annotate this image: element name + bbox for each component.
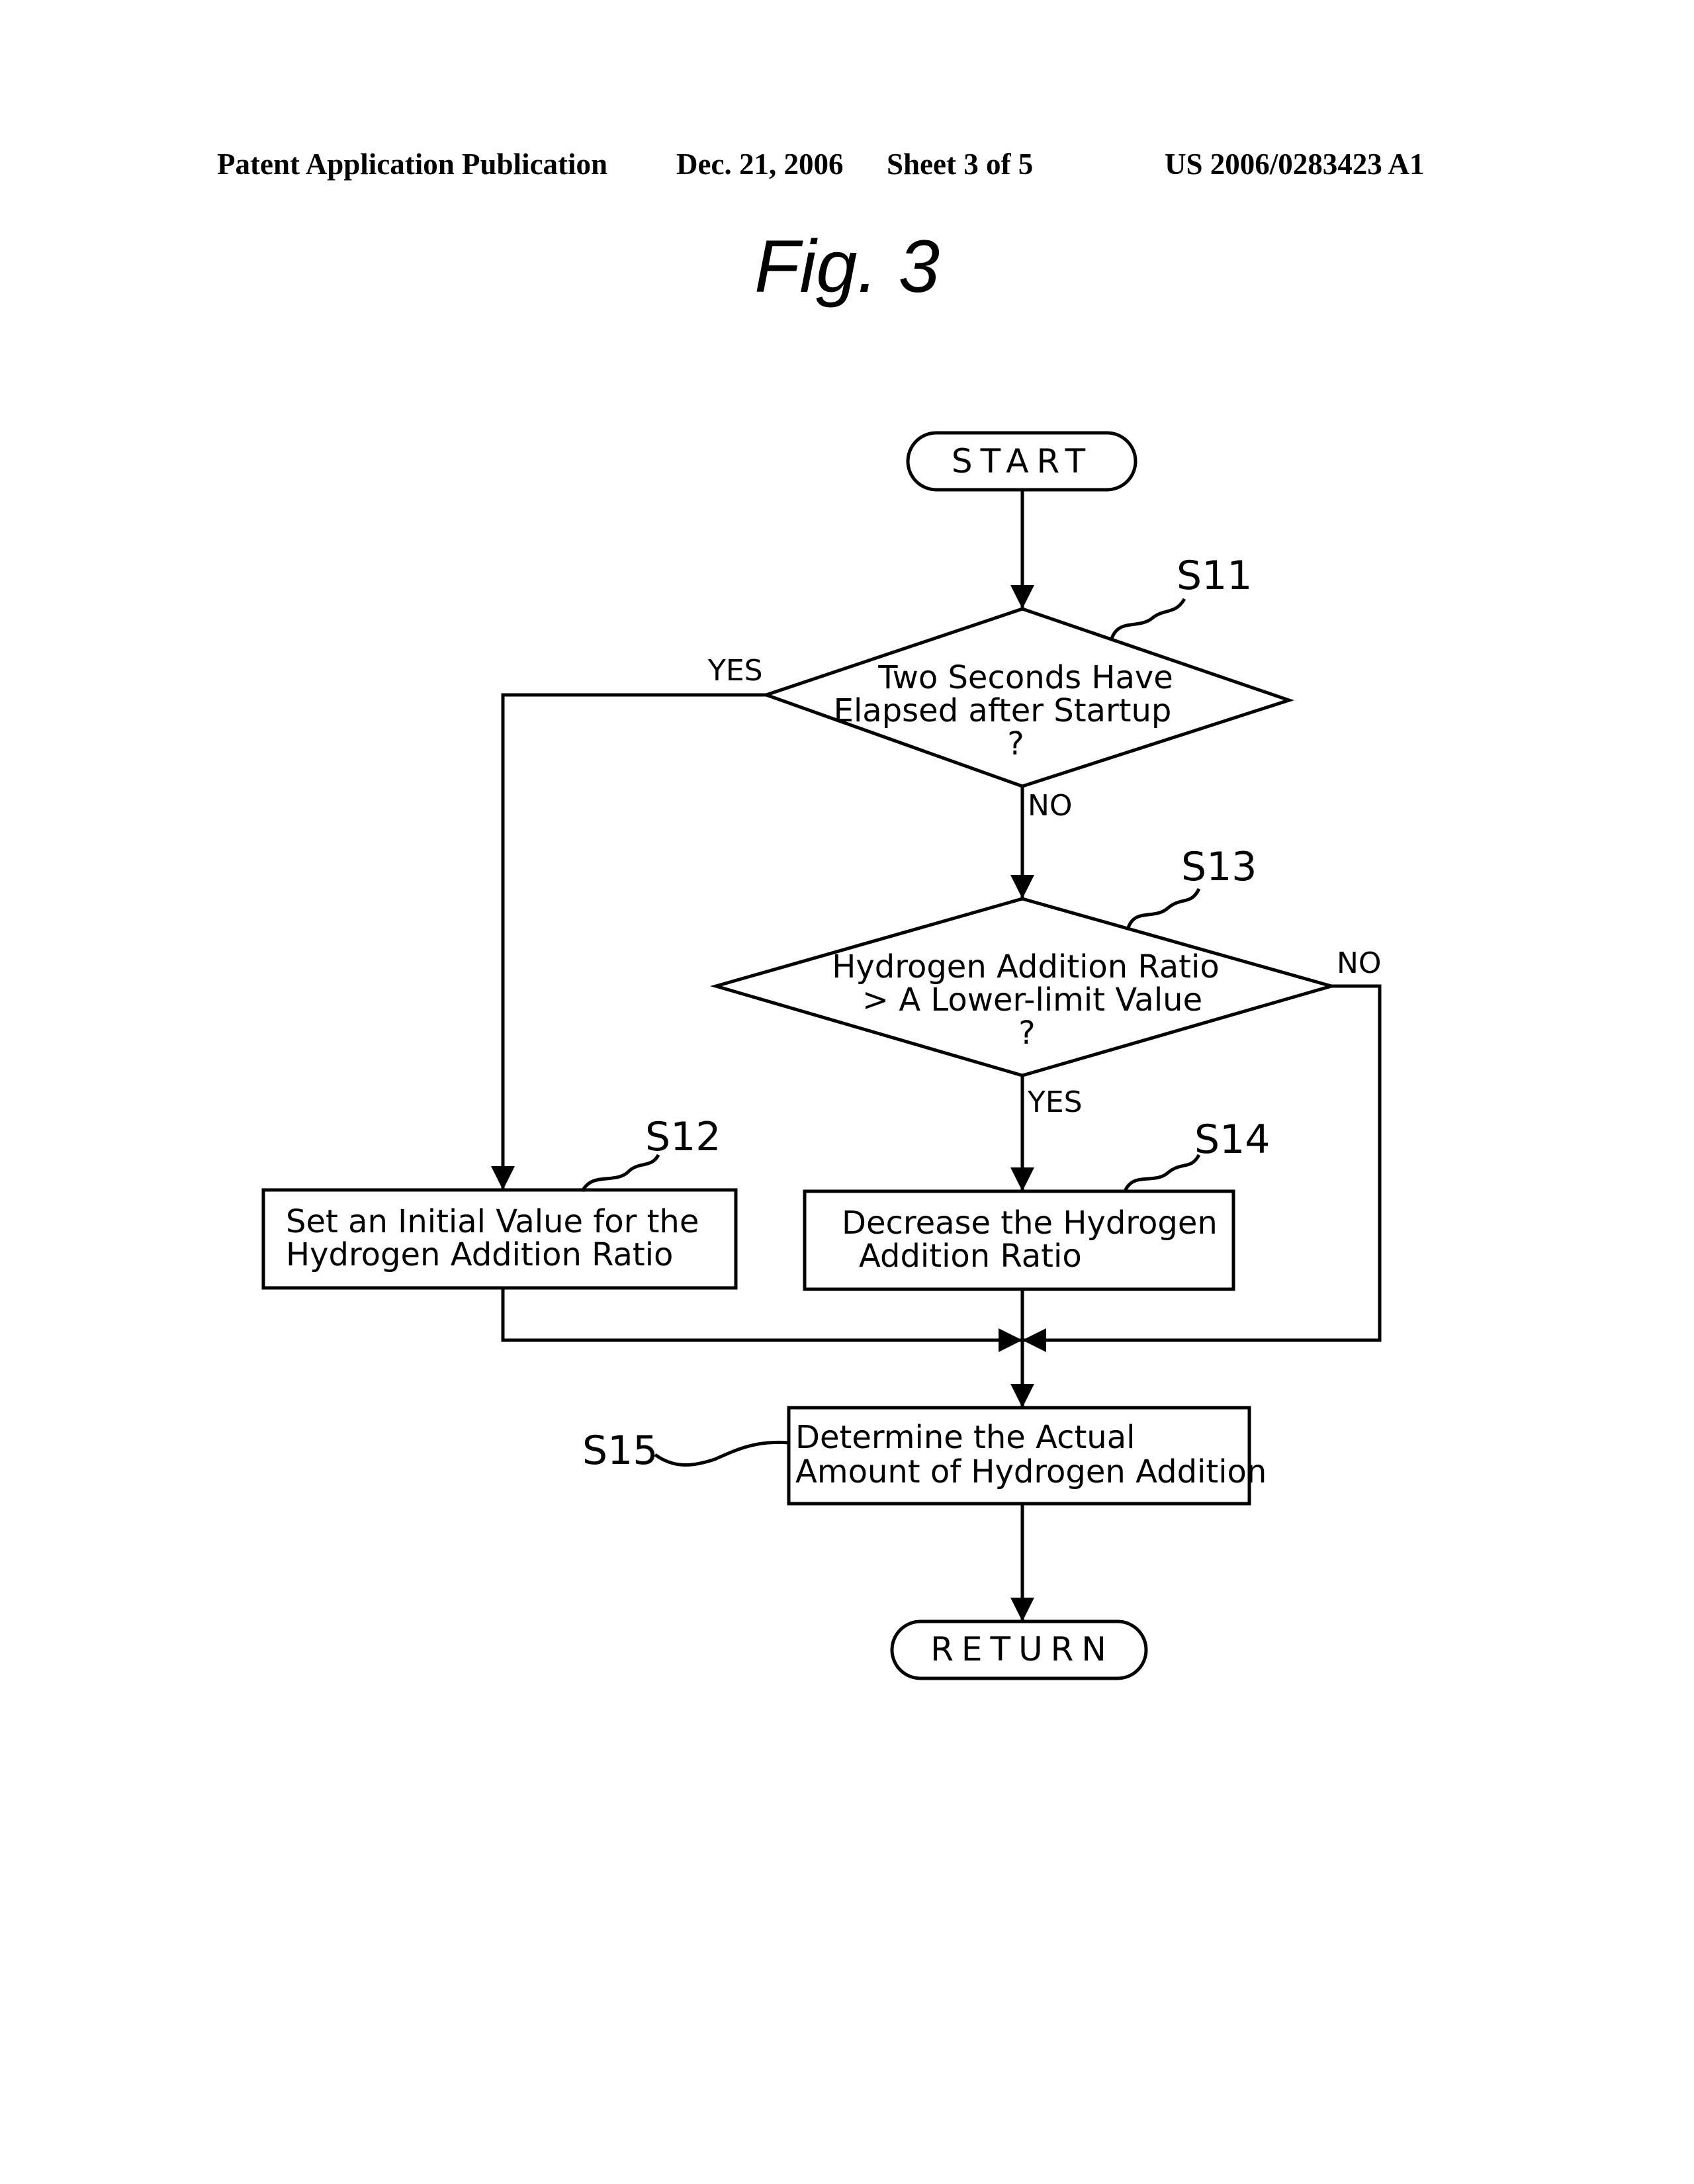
s14-line-1: Decrease the Hydrogen bbox=[842, 1205, 1218, 1242]
connector-s13-no-bypass bbox=[1022, 986, 1380, 1340]
s13-no-label: NO bbox=[1337, 946, 1382, 980]
leader-s15 bbox=[655, 1442, 789, 1465]
return-label: RETURN bbox=[930, 1630, 1114, 1668]
s13-line-1: Hydrogen Addition Ratio bbox=[832, 948, 1219, 985]
s11-yes-label: YES bbox=[707, 654, 763, 688]
s15-step-label: S15 bbox=[582, 1428, 658, 1474]
connector-s12-to-merge bbox=[503, 1288, 1022, 1340]
s15-line-2: Amount of Hydrogen Addition bbox=[795, 1453, 1267, 1490]
s15-line-1: Determine the Actual bbox=[795, 1419, 1135, 1456]
s13-yes-label: YES bbox=[1027, 1085, 1083, 1119]
leader-s14 bbox=[1125, 1155, 1199, 1191]
s13-line-3: ? bbox=[1018, 1015, 1035, 1052]
s11-line-3: ? bbox=[1007, 725, 1024, 762]
leader-s12 bbox=[582, 1155, 658, 1191]
s11-line-1: Two Seconds Have bbox=[877, 659, 1173, 696]
s12-line-2: Hydrogen Addition Ratio bbox=[286, 1236, 673, 1273]
connector-s11-yes-to-s12 bbox=[503, 695, 766, 1190]
start-label: START bbox=[952, 442, 1093, 480]
s13-line-2: > A Lower-limit Value bbox=[862, 981, 1202, 1019]
s12-step-label: S12 bbox=[645, 1114, 721, 1160]
leader-s13 bbox=[1128, 889, 1199, 928]
s14-line-2: Addition Ratio bbox=[859, 1238, 1082, 1275]
s13-step-label: S13 bbox=[1181, 844, 1257, 890]
s12-line-1: Set an Initial Value for the bbox=[286, 1203, 699, 1240]
s14-step-label: S14 bbox=[1194, 1116, 1270, 1163]
s11-line-2: Elapsed after Startup bbox=[834, 692, 1172, 729]
leader-s11 bbox=[1112, 599, 1184, 639]
s11-no-label: NO bbox=[1028, 789, 1073, 823]
s11-step-label: S11 bbox=[1177, 553, 1252, 599]
